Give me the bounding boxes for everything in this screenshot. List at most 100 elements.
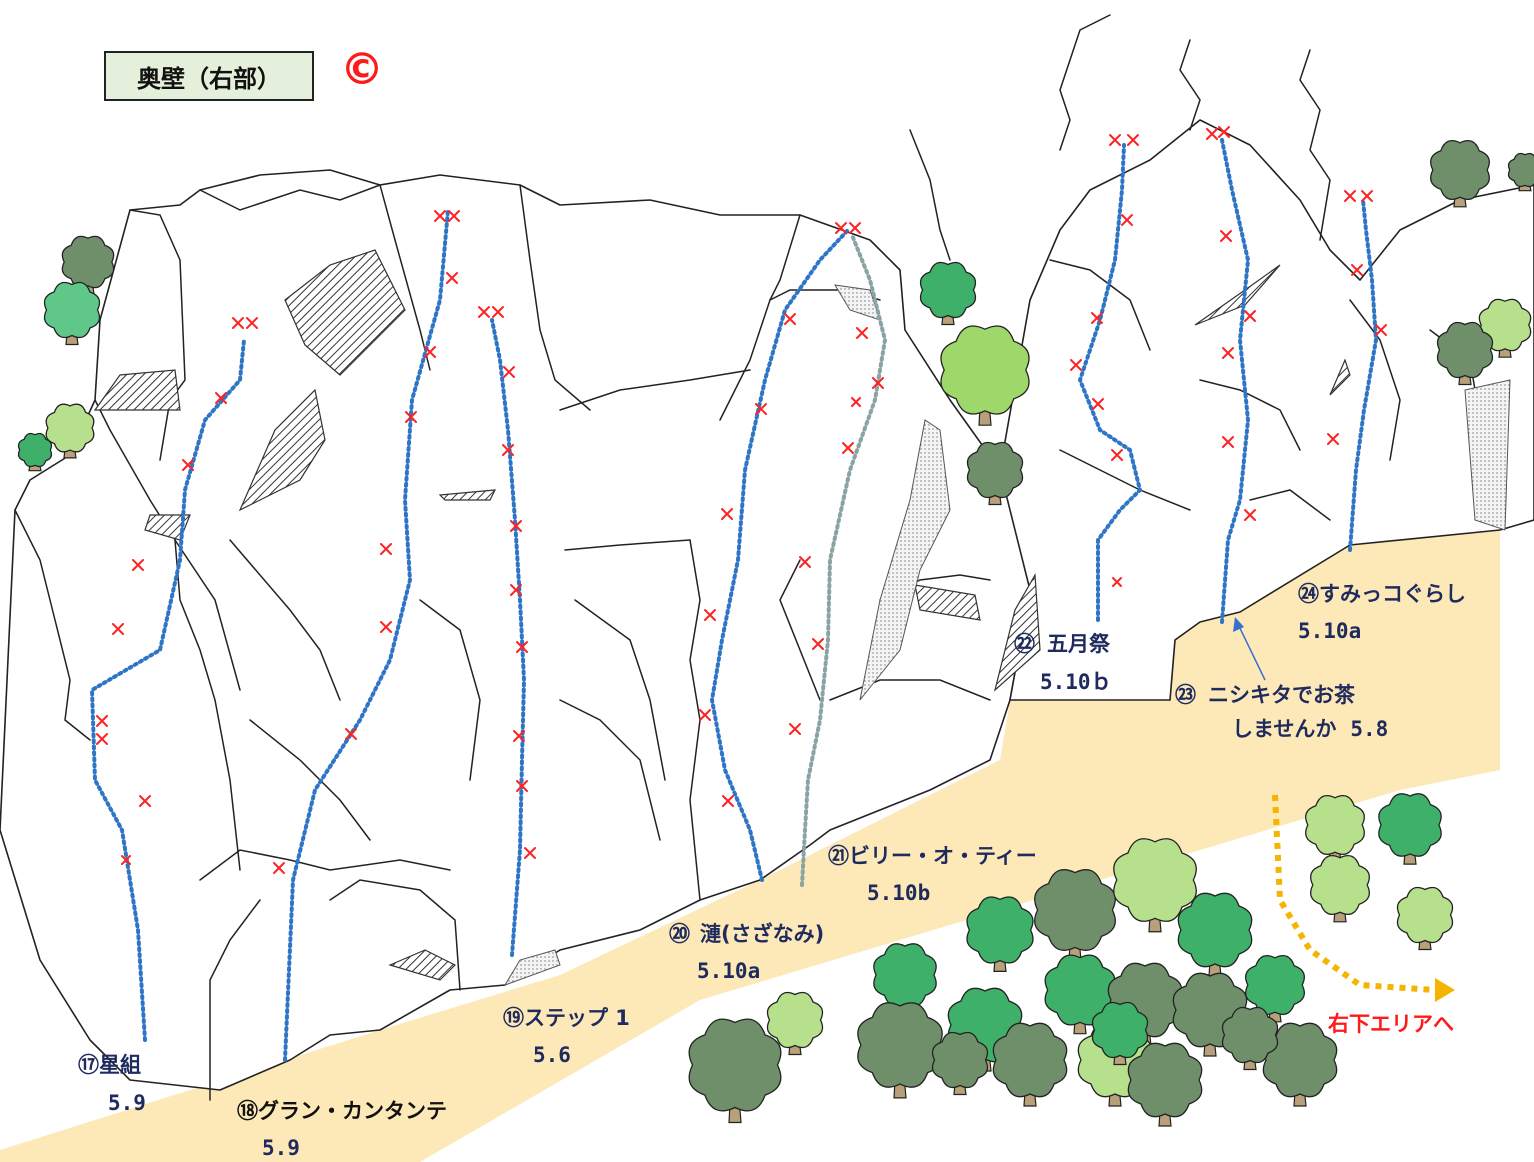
tree-icon [1221, 1006, 1279, 1071]
route-line-19 [490, 318, 527, 957]
tree-icon [1127, 1042, 1203, 1127]
route-number: ⑳ [669, 922, 690, 946]
route-name: 五月祭 [1047, 632, 1110, 656]
tree-icon [1310, 855, 1370, 923]
bolt-x-icon [96, 715, 108, 745]
bolt-x-icon [1112, 577, 1122, 587]
bolt-x-icon [1375, 324, 1387, 336]
bolt-x-icon [1206, 126, 1230, 140]
route-name: ニシキタでお茶 [1208, 683, 1355, 707]
page-title: 奥壁（右部） [104, 51, 314, 101]
bolt-x-icon [755, 403, 767, 415]
route-grade-18: 5.9 [262, 1136, 300, 1160]
tree-icon [1436, 321, 1494, 386]
bolt-x-icon [872, 377, 884, 389]
bolt-x-icon [478, 306, 504, 318]
pointer-line [1236, 621, 1266, 681]
bolt-x-icon [704, 609, 716, 621]
bolt-x-icon [1091, 312, 1103, 324]
route-number: ⑰ [78, 1053, 99, 1077]
route-line-23 [1220, 138, 1251, 624]
tree-icon [940, 325, 1030, 426]
bolt-x-icon [1244, 310, 1256, 322]
tree-icon [1034, 869, 1116, 962]
route-name: ビリー・オ・ティー [849, 844, 1037, 868]
route-name: グラン・カンタンテ [258, 1099, 447, 1123]
tree-icon [766, 991, 824, 1056]
bolt-x-icon [516, 641, 528, 653]
route-line-17 [89, 338, 246, 1042]
bolt-x-icon [842, 442, 854, 454]
route-label-21: ㉑ビリー・オ・ティー [828, 846, 1037, 867]
tree-icon [1245, 955, 1305, 1023]
bolt-x-icon [1222, 347, 1234, 359]
bolt-x-icon [139, 795, 151, 807]
route-line-21 [800, 233, 888, 887]
bolt-x-icon [434, 210, 460, 222]
tree-icon [1262, 1022, 1338, 1107]
tree-icon [1507, 152, 1534, 192]
route-label-18: ⑱グラン・カンタンテ [237, 1101, 447, 1122]
route-grade-24: 5.10a [1298, 619, 1362, 643]
bolt-x-icon [1222, 436, 1234, 448]
bolt-x-icon [405, 411, 417, 423]
area-mark-icon: © [340, 44, 384, 95]
tree-icon [17, 432, 53, 472]
pointer-arrow-icon [1233, 617, 1244, 632]
route-grade-21: 5.10b [867, 881, 931, 905]
bolt-x-icon [513, 730, 525, 742]
route-number: ㉒ [1014, 632, 1035, 656]
route-number: ㉑ [828, 844, 849, 868]
bolt-x-icon [812, 638, 824, 650]
bolt-x-icon [112, 623, 124, 635]
bolt-x-icon [1111, 449, 1123, 461]
tree-icon [43, 281, 101, 346]
trees [17, 140, 1534, 1127]
route-grade-20: 5.10a [697, 959, 761, 983]
route-line-22 [1077, 143, 1143, 622]
tree-icon [966, 441, 1024, 506]
tree-icon [688, 1018, 782, 1124]
route-line-24 [1348, 198, 1379, 552]
tree-icon [919, 261, 977, 326]
route-label-19: ⑲ステップ 1 [503, 1008, 630, 1029]
bolt-x-icon [215, 392, 227, 404]
bolt-x-icon [446, 272, 458, 284]
bolt-x-icon [121, 855, 131, 865]
route-label-24: ㉔すみっコぐらし [1298, 584, 1466, 605]
bolt-x-icon [182, 459, 194, 471]
cliff-face [0, 14, 1534, 1101]
bolt-x-icon [510, 520, 522, 532]
tree-icon [966, 896, 1034, 972]
bolt-x-icon [510, 584, 522, 596]
bolt-x-icon [502, 444, 514, 456]
route-name: すみっコぐらし [1319, 582, 1466, 606]
route-lines [89, 138, 1379, 1062]
tree-icon [1430, 140, 1490, 208]
bolt-x-icon [1092, 398, 1104, 410]
bolt-x-icon [1244, 509, 1256, 521]
bolt-x-icon [784, 313, 796, 325]
bolt-x-icon [789, 723, 801, 735]
tree-icon [857, 1002, 943, 1099]
bolt-x-icon [856, 327, 868, 339]
route-grade-22: 5.10ｂ [1040, 670, 1112, 694]
direction-label: 右下エリアへ [1328, 1012, 1454, 1036]
bolt-x-icon [1220, 230, 1232, 242]
tree-icon [1396, 886, 1454, 951]
route-grade-23: 5.8 [1350, 717, 1389, 741]
bolt-x-icon [524, 847, 536, 859]
route-line-20 [709, 228, 850, 882]
route-name: ステップ 1 [524, 1006, 630, 1030]
bolt-x-icon [1121, 214, 1133, 226]
bolt-x-icon [1351, 264, 1363, 276]
hatched-areas [93, 249, 1511, 986]
route-number: ㉓ [1175, 683, 1196, 707]
bolt-x-icon [799, 556, 811, 568]
tree-icon [1478, 298, 1532, 358]
tree-icon [1177, 892, 1253, 977]
